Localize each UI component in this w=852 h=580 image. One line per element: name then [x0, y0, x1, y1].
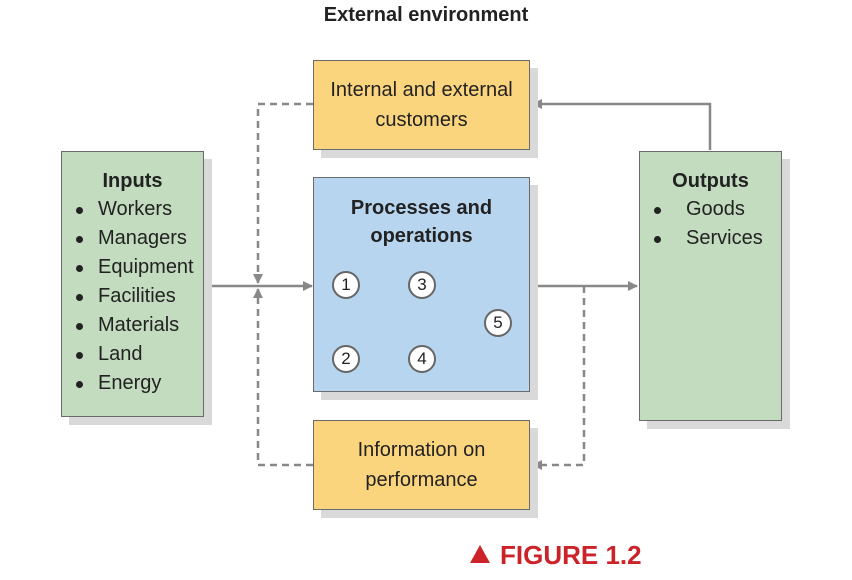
list-item: Energy — [62, 369, 203, 398]
outputs-heading: Outputs — [672, 170, 749, 192]
processes-heading-line-1: Processes and — [350, 197, 493, 219]
list-item: Managers — [62, 224, 203, 253]
performance-line-2: performance — [365, 469, 478, 491]
customers-box: Internal and external customers — [313, 60, 530, 150]
list-item: Land — [62, 340, 203, 369]
inputs-heading: Inputs — [102, 170, 163, 192]
list-item: Facilities — [62, 282, 203, 311]
processes-heading-line-2: operations — [370, 225, 473, 247]
performance-line-1: Information on — [357, 439, 486, 461]
customers-line-2: customers — [375, 109, 468, 131]
triangle-icon — [470, 545, 490, 563]
outputs-list: Goods Services — [640, 195, 781, 253]
arrow-outputs-to-customers — [532, 99, 712, 150]
figure-caption-text: FIGURE 1.2 — [500, 540, 642, 570]
arrow-performance-feedback — [253, 288, 313, 467]
inputs-list: Workers Managers Equipment Facilities Ma… — [62, 195, 203, 398]
list-item: Materials — [62, 311, 203, 340]
process-node-2: 2 — [332, 345, 360, 373]
process-node-3: 3 — [408, 271, 436, 299]
outputs-box: Outputs Goods Services — [639, 151, 782, 421]
list-item: Workers — [62, 195, 203, 224]
performance-box: Information on performance — [313, 420, 530, 510]
list-item: Equipment — [62, 253, 203, 282]
list-item: Goods — [640, 195, 781, 224]
customers-line-1: Internal and external — [330, 79, 513, 101]
diagram-title: External environment — [323, 4, 529, 26]
figure-caption: FIGURE 1.2 — [470, 540, 642, 571]
process-node-1: 1 — [332, 271, 360, 299]
inputs-box: Inputs Workers Managers Equipment Facili… — [61, 151, 204, 417]
list-item: Services — [640, 224, 781, 253]
arrow-customers-feedback — [253, 102, 313, 284]
process-node-5: 5 — [484, 309, 512, 337]
process-node-4: 4 — [408, 345, 436, 373]
arrow-outputs-to-performance — [532, 286, 586, 470]
